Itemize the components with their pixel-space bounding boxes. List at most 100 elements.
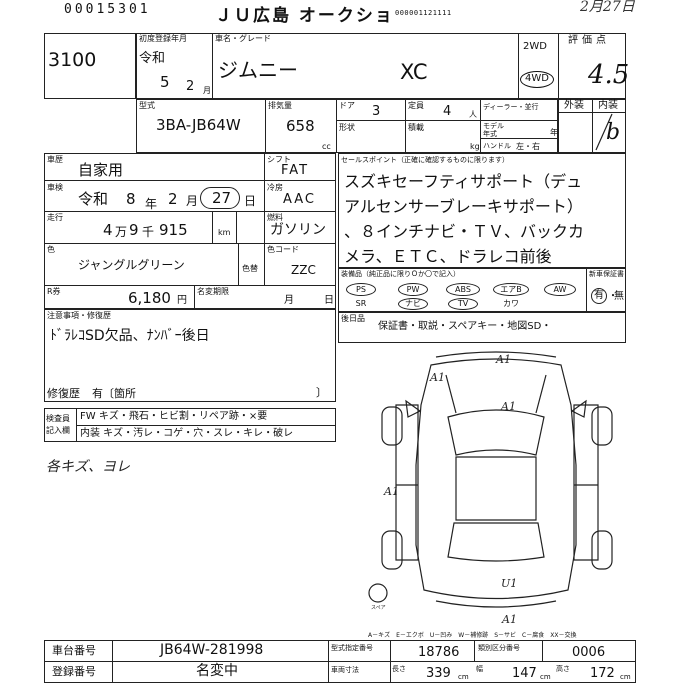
sales-line-4: メラ、ＥＴＣ、ドラレコ前後 [344, 247, 552, 266]
sales-line-2: アルセンサーブレーキサポート） [344, 197, 583, 216]
fuel-label: 燃料 [267, 213, 283, 222]
dims-label: 車両寸法 [331, 666, 359, 674]
notes-text: ﾄﾞﾗﾚｺSD欠品、ﾅﾝﾊﾞｰ後日 [50, 328, 210, 344]
approval-value: 18786 [418, 645, 460, 660]
lot-number: 3100 [48, 49, 97, 71]
mileage-man-unit: 万 [115, 225, 128, 239]
damage-mark-left-side: A1 [383, 485, 399, 498]
capacity-value: 4 [443, 104, 452, 119]
new-car-label: 新車保証書 [589, 270, 624, 278]
sales-frame [338, 153, 626, 268]
new-car-dot: ・ [608, 291, 618, 302]
type-label: 型式 [139, 101, 155, 110]
inspection-month-unit: 月 [186, 194, 199, 208]
first-reg-era: 令和 [139, 51, 166, 66]
shift-label: シフト [267, 155, 291, 164]
inspection-day-circle [200, 187, 240, 209]
new-car-no: 無 [614, 291, 624, 302]
barcode-digits: 000001121111 [395, 9, 452, 17]
first-reg-label: 初度登録年月 [139, 34, 187, 43]
doors-value: 3 [372, 104, 381, 119]
displacement-unit: cc [322, 142, 331, 151]
width-value: 147 [512, 666, 537, 681]
inspector-row2: 内装 キズ・汚レ・コゲ・穴・スレ・キレ・破レ [80, 428, 294, 439]
mileage-man: 4 [103, 221, 113, 239]
auction-title: ＪＵ広島 オークショ [215, 6, 394, 26]
inspection-day-unit: 日 [244, 194, 257, 208]
first-reg-month: 2 [186, 79, 195, 94]
aircon-value: AAC [283, 192, 316, 207]
mileage-sen-unit: 千 [142, 225, 155, 239]
model-year-label: モデル年式 [483, 122, 504, 138]
equip-tv: TV [448, 298, 478, 310]
handwritten-date: 2月27日 [580, 0, 635, 15]
height-value: 172 [590, 666, 615, 681]
handle-label: ハンドル [483, 142, 511, 150]
damage-mark-rear: U1 [501, 577, 517, 590]
color-code-label: 色コード [267, 245, 299, 254]
equip-sr: SR [355, 299, 367, 308]
mileage-rest: 915 [159, 221, 188, 239]
doors-label: ドア [339, 101, 355, 110]
mileage-unit: km [218, 228, 231, 237]
type-value: 3BA-JB64W [156, 116, 241, 134]
inspection-month: 2 [168, 190, 178, 208]
interior-value: b [606, 120, 621, 145]
equip-aw: AW [544, 283, 576, 296]
tax-month-unit: 月 [284, 295, 294, 306]
spare-label: スペア [371, 605, 386, 611]
sales-label: セールスポイント（正確に確認するものに限ります） [341, 156, 509, 164]
model-year-unit: 年 [550, 128, 558, 137]
inspector-row1: FW キズ・飛石・ヒビ割・リペア跡・×要 [80, 411, 268, 422]
width-unit: cm [540, 673, 551, 681]
exterior-label: 外装 [564, 100, 584, 111]
notes-label: 注意事項・修復歴 [47, 311, 111, 320]
height-unit: cm [620, 673, 631, 681]
capacity-label: 定員 [408, 101, 424, 110]
color-change-label: 色替 [242, 264, 258, 273]
notes-frame [44, 309, 336, 402]
equip-airbag: エアB [493, 283, 529, 296]
sales-line-3: 、８インチナビ・ＴＶ、バックカ [344, 222, 585, 241]
first-reg-year: 5 [160, 73, 170, 91]
sales-line-1: スズキセーフティサポート（デュ [344, 172, 583, 191]
interior-label: 内装 [598, 100, 618, 111]
score-label: 評価点 [568, 35, 610, 46]
tax-day-unit: 日 [324, 295, 334, 306]
inspection-day: 27 [212, 189, 232, 207]
model-grade: XC [400, 60, 428, 84]
recycle-value: 6,180 [128, 289, 171, 307]
length-value: 339 [426, 666, 451, 681]
model-name: ジムニー [218, 58, 298, 82]
repair-close: 〕 [316, 386, 327, 399]
color-label: 色 [47, 245, 55, 254]
row1-frame [136, 33, 626, 99]
equip-ps: PS [346, 283, 376, 296]
mileage-sen: 9 [129, 221, 139, 239]
first-reg-month-unit: 月 [203, 86, 211, 95]
capacity-unit: 人 [469, 110, 477, 119]
inspector-label-1: 検査員 [46, 414, 70, 423]
shift-value: FAT [281, 163, 310, 178]
chassis-value: JB64W-281998 [160, 642, 264, 658]
approval-label: 型式指定番号 [331, 644, 373, 652]
car-diagram: A1 A1 A1 A1 U1 A1 スペア [368, 351, 613, 625]
aircon-label: 冷房 [267, 183, 283, 192]
recycle-unit: 円 [177, 295, 187, 306]
equip-leather: カワ [503, 299, 519, 308]
score-value: 4.5 [588, 60, 630, 90]
drive-4wd-selected: 4WD [520, 71, 554, 88]
color-code-value: ZZC [291, 263, 316, 277]
drive-2wd: 2WD [523, 41, 547, 52]
new-car-yes: 有 [591, 288, 607, 304]
damage-mark-rear-bumper: A1 [501, 613, 517, 625]
equipment-frame [338, 268, 626, 312]
damage-mark-hood: A1 [500, 400, 516, 413]
damage-mark-front: A1 [495, 353, 511, 366]
inspector-handwritten: 各キズ、ヨレ [46, 459, 130, 475]
equip-abs: ABS [446, 283, 480, 296]
repair-label: 修復歴 [47, 387, 80, 400]
displacement-value: 658 [286, 117, 315, 135]
shape-label: 形状 [339, 123, 355, 132]
model-label: 車名・グレード [215, 34, 271, 43]
